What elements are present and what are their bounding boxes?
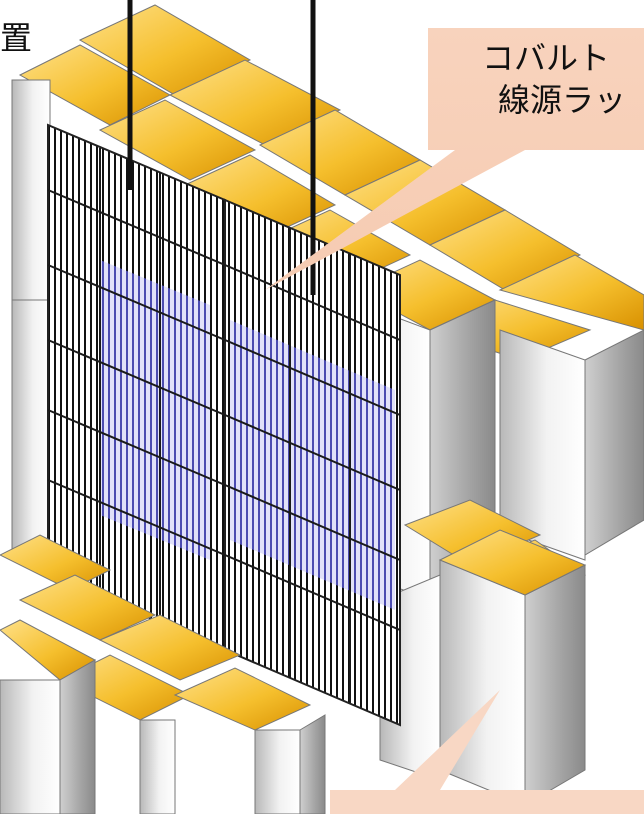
fuel-rack-panels: [47, 123, 401, 727]
rack-columns-front: [0, 534, 326, 815]
cobalt-label-line2: 線源ラッ: [498, 81, 627, 119]
label-fragment-left: 置: [0, 19, 33, 57]
lifting-rods: [127, 0, 316, 295]
speech-callout-bottom: [330, 690, 644, 814]
cobalt-label-line1: コバルト: [482, 39, 611, 77]
speech-callout-top: [265, 28, 644, 290]
